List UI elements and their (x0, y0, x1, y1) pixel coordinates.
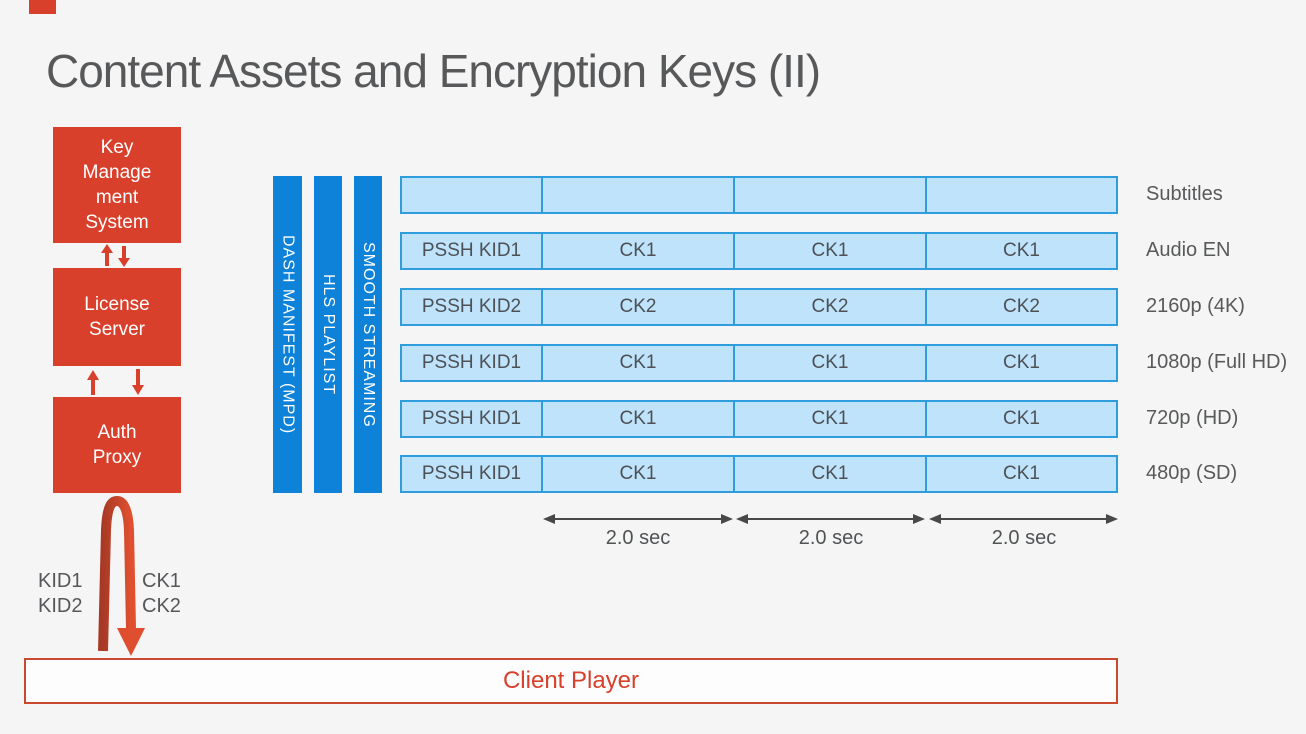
segment-cell: CK2 (543, 290, 735, 324)
track-label-720p: 720p (HD) (1146, 407, 1239, 429)
segment-duration-arrow-icon (736, 514, 925, 524)
key-management-system-label: Key Manage ment System (82, 137, 152, 233)
segment-cell: CK1 (927, 402, 1116, 436)
license-server-box: License Server (53, 268, 181, 366)
segment-cell: CK1 (735, 457, 927, 491)
pssh-cell: PSSH KID1 (402, 457, 543, 491)
track-row-audio-en: PSSH KID1 CK1 CK1 CK1 (400, 232, 1118, 270)
license-server-label: License Server (84, 294, 150, 340)
smooth-streaming-label: SMOOTH STREAMING (360, 241, 377, 428)
pssh-cell: PSSH KID1 (402, 346, 543, 380)
pssh-cell: PSSH KID1 (402, 402, 543, 436)
slide-accent-mark (29, 0, 56, 14)
client-player-box: Client Player (24, 658, 1118, 704)
track-label-2160p: 2160p (4K) (1146, 295, 1245, 317)
auth-proxy-label: Auth Proxy (92, 422, 142, 468)
track-label-1080p: 1080p (Full HD) (1146, 351, 1288, 373)
down-arrow-icon (132, 369, 144, 395)
smooth-streaming-bar: SMOOTH STREAMING (354, 176, 382, 493)
segment-duration-label: 2.0 sec (798, 527, 864, 549)
auth-proxy-box: Auth Proxy (53, 397, 181, 493)
track-row-720p: PSSH KID1 CK1 CK1 CK1 (400, 400, 1118, 438)
hls-playlist-bar: HLS PLAYLIST (314, 176, 342, 493)
hls-playlist-label: HLS PLAYLIST (320, 273, 337, 396)
segment-duration-label: 2.0 sec (991, 527, 1057, 549)
page-title: Content Assets and Encryption Keys (II) (46, 45, 821, 97)
segment-cell: CK2 (927, 290, 1116, 324)
up-arrow-icon (101, 244, 113, 266)
dash-manifest-bar: DASH MANIFEST (MPD) (273, 176, 302, 493)
segment-cell: CK1 (543, 346, 735, 380)
down-arrow-icon (118, 246, 130, 267)
segment-cell (735, 178, 927, 212)
track-label-480p: 480p (SD) (1146, 462, 1238, 484)
segment-duration-label: 2.0 sec (605, 527, 671, 549)
segment-duration-arrow-icon (929, 514, 1118, 524)
segment-cell: CK1 (735, 346, 927, 380)
segment-cell (543, 178, 735, 212)
track-row-subtitles (400, 176, 1118, 214)
segment-cell: CK1 (543, 402, 735, 436)
key-management-system-box: Key Manage ment System (53, 127, 181, 243)
track-row-480p: PSSH KID1 CK1 CK1 CK1 (400, 455, 1118, 493)
key-delivery-arrow-icon (98, 495, 145, 656)
segment-cell: CK1 (735, 234, 927, 268)
segment-cell: CK1 (735, 402, 927, 436)
client-player-label: Client Player (502, 667, 640, 694)
segment-cell: CK1 (927, 346, 1116, 380)
segment-cell: CK1 (543, 457, 735, 491)
pssh-cell: PSSH KID2 (402, 290, 543, 324)
segment-cell: CK2 (735, 290, 927, 324)
track-label-subtitles: Subtitles (1146, 183, 1223, 205)
pssh-cell: PSSH KID1 (402, 234, 543, 268)
track-row-2160p: PSSH KID2 CK2 CK2 CK2 (400, 288, 1118, 326)
segment-cell: CK1 (543, 234, 735, 268)
segment-cell (402, 178, 543, 212)
segment-cell: CK1 (927, 457, 1116, 491)
track-row-1080p: PSSH KID1 CK1 CK1 CK1 (400, 344, 1118, 382)
up-arrow-icon (87, 370, 99, 395)
segment-duration-arrow-icon (543, 514, 733, 524)
dash-manifest-label: DASH MANIFEST (MPD) (279, 234, 297, 435)
segment-cell (927, 178, 1116, 212)
segment-cell: CK1 (927, 234, 1116, 268)
content-key-list-label: CK1 CK2 (142, 570, 181, 617)
track-label-audio-en: Audio EN (1146, 239, 1231, 261)
kid-list-label: KID1 KID2 (38, 570, 83, 617)
